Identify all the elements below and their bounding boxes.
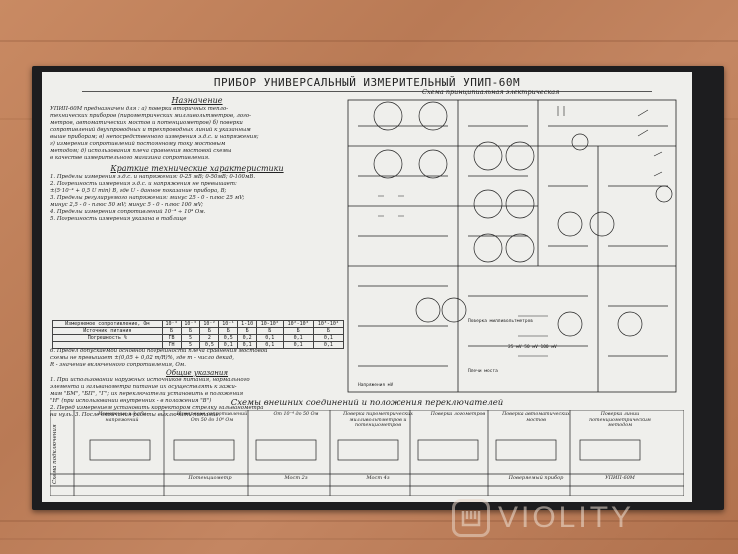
specs-line: 1. Пределы измерения э.д.с. и напряжения… [50,174,256,180]
svg-text:Плечи моста: Плечи моста [468,368,498,374]
specs-line: ±(5·10⁻⁴ + 0,5 U min) В, где U - данное … [50,188,227,194]
notes-line: R - значение включенного сопротивления, … [50,362,186,368]
svg-text:Напряжения мV: Напряжения мV [358,382,394,388]
ext-column-header: Поверка пирометрических милливольтметров… [343,412,413,429]
ext-footer-label: Потенциометр [188,475,232,481]
table-cell: Б [237,327,258,335]
ext-column-header: Поверка линии потенциометрическим методо… [589,412,651,429]
notes-line: элемента и гальванометра питание их осущ… [50,384,237,390]
notes-line: "Н" (при использовании внутренних - в по… [50,398,212,404]
notes-heading: Общие указания [165,369,229,377]
purpose-line: метров, автоматических мостов и потенцио… [50,120,243,126]
purpose-line: УПИП-60М предназначен для : а) поверки в… [50,106,229,112]
external-connections-diagram [50,410,684,496]
table-cell: 1-10 [237,320,258,328]
watermark-logo-icon [452,499,490,537]
notes-line: на нуль. 3. После окончания работы выклю… [50,412,221,418]
specs-line: минус 2,5 - 0 - плюс 50 мV; минус 5 - 0 … [50,202,203,208]
table-cell: Погрешность % [52,334,163,342]
table-cell: 2 [199,334,220,342]
table-cell: 10⁻¹ [218,320,239,328]
purpose-paragraph: УПИП-60М предназначен для : а) поверки в… [50,106,344,162]
specs-paragraph: 1. Пределы измерения э.д.с. и напряжения… [50,174,344,223]
table-cell: 0,2 [237,334,258,342]
specs-line: 2. Погрешность измерения э.д.с. и напряж… [50,181,237,187]
table-cell: 10⁻³ [180,320,201,328]
schematic-title: Схема принципиальная электрическая [422,88,560,96]
specs-line: 5. Погрешность измерения указана в табли… [50,216,187,222]
table-cell: Б [256,327,284,335]
purpose-line: г) измерения сопротивлений постоянному т… [50,141,226,147]
notes-line: 2. Перед измерением установить корректор… [50,405,264,411]
table-cell: 10²-10³ [282,320,314,328]
ext-column-header: Поверка автоматических мостов [502,412,570,423]
table-cell: 10-10² [256,320,284,328]
purpose-line: методом; д) использования плеча сравнени… [50,148,232,154]
specs-heading: Краткие технические характеристики [110,164,284,173]
table-cell: Б [161,327,182,335]
ext-column-header: От 10⁻⁴ до 50 Ом [273,412,319,417]
notes-line: 1. При использовании наружных источников… [50,377,250,383]
ext-footer-label: УПИП-60М [605,475,635,481]
ext-column-header: Измерение сопротивлений От 50 до 10⁴ Ом [176,412,248,423]
electrical-schematic: Поверка милливольтметров 25 мV 50 мV 100… [347,99,677,393]
watermark: VIOLITY [452,490,738,546]
table-cell: Источник питания [52,327,163,335]
table-cell: Б [199,327,220,335]
ext-footer-label: Мост 4з [366,475,390,481]
table-cell: 10⁻⁴ [161,320,182,328]
notes-line: схемы не превышает ±(0,05 + 0,02 m/R)%, … [50,355,234,361]
side-label: Схема подключения [52,424,58,484]
purpose-line: сопротивлений двухпроводных и трехпровод… [50,127,251,133]
table-cell: Б [282,327,314,335]
purpose-line: в качестве измерительного магазина сопро… [50,155,210,161]
svg-text:25 мV 50 мV 100 мV: 25 мV 50 мV 100 мV [508,344,557,350]
notes-line: мам "БМ", "БП", "Г"; их переключатели ус… [50,391,244,397]
description-text: Назначение УПИП-60М предназначен для : а… [50,94,344,394]
table-cell: 10⁻² [199,320,220,328]
panel-title: ПРИБОР УНИВЕРСАЛЬНЫЙ ИЗМЕРИТЕЛЬНЫЙ УПИП-… [213,76,521,89]
table-cell: 0,5 [218,334,239,342]
watermark-text: VIOLITY [498,501,635,534]
external-connections-title: Схемы внешних соединений и положения пер… [230,398,504,408]
table-cell: 0,1 [312,341,345,349]
table-cell: 0,1 [282,334,314,342]
instruction-panel: ПРИБОР УНИВЕРСАЛЬНЫЙ ИЗМЕРИТЕЛЬНЫЙ УПИП-… [42,72,692,502]
ext-column-header: Поверка логометров [430,412,486,417]
table-cell: Измеряемое сопротивление, Ом [52,320,163,328]
table-cell: Б [180,327,201,335]
table-cell: 0,1 [256,341,284,349]
purpose-line: технических приборов (пирометрических ми… [50,113,251,119]
ext-footer-label: Мост 2з [284,475,308,481]
purpose-line: выше приборам; в) непосредственного изме… [50,134,259,140]
table-cell [52,341,163,349]
notes-line: 6. Предел допускаемой основной погрешнос… [50,348,268,354]
notes-block: 6. Предел допускаемой основной погрешнос… [50,348,344,419]
title-rule [82,91,652,92]
specs-line: 4. Пределы измерения сопротивлений 10⁻⁴ … [50,209,206,215]
purpose-heading: Назначение [171,96,223,105]
ext-footer-label: Поверяемый прибор [508,475,564,481]
table-cell: 0,1 [256,334,284,342]
ext-column-header: Измерение э.д.с. и напряжений [98,412,146,423]
table-cell: Б [218,327,239,335]
table-cell: 5 [180,334,201,342]
svg-text:Поверка милливольтметров: Поверка милливольтметров [468,318,533,324]
table-cell: ГВ [161,334,182,342]
specs-line: 3. Пределы регулируемого напряжения: мин… [50,195,245,201]
